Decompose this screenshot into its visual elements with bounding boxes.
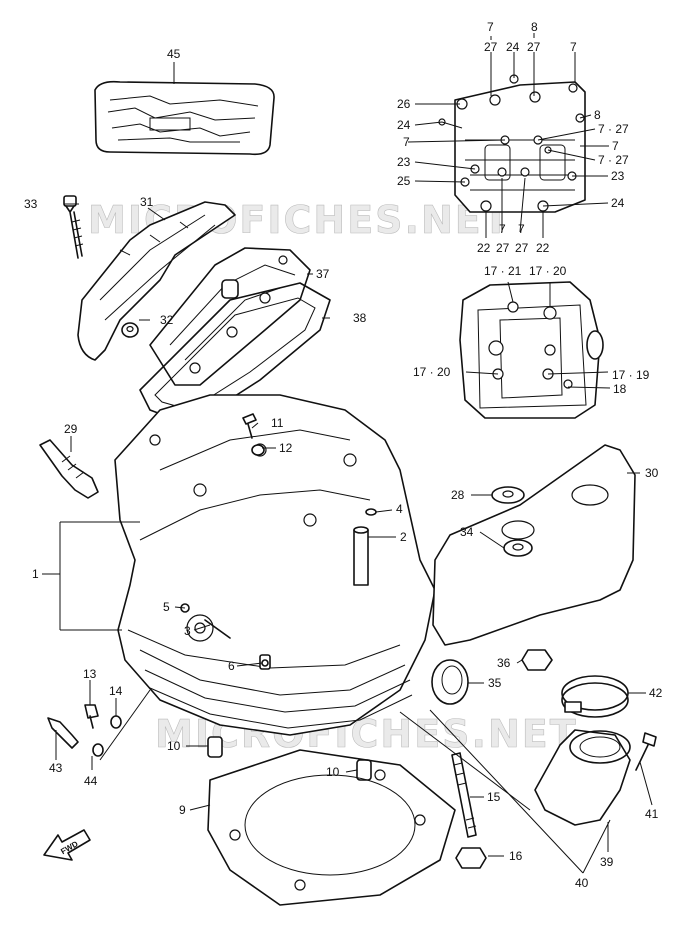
- callout-1: 1: [32, 567, 39, 581]
- part-11-bolt: [242, 413, 257, 439]
- part-43-sensor: [47, 717, 79, 749]
- callout-11: 11: [271, 416, 284, 430]
- callout-3: 3: [184, 624, 191, 638]
- callout-34: 34: [460, 525, 474, 539]
- callout-24: 24: [611, 196, 625, 210]
- callout-27: 27: [515, 241, 529, 255]
- callout-8: 8: [531, 20, 538, 34]
- callout-30: 30: [645, 466, 659, 480]
- callout-27: 27: [496, 241, 510, 255]
- callout-38: 38: [353, 311, 367, 325]
- part-41-bolt: [635, 732, 657, 771]
- callout-7-27: 7 · 27: [598, 122, 629, 136]
- callout-7: 7: [612, 139, 619, 153]
- callout-44: 44: [84, 774, 98, 788]
- part-42-clamp: [561, 675, 629, 718]
- callout-33: 33: [24, 197, 38, 211]
- callout-14: 14: [109, 684, 123, 698]
- callout-18: 18: [613, 382, 627, 396]
- callout-25: 25: [397, 174, 411, 188]
- part-28-grommet: [491, 486, 525, 504]
- callout-41: 41: [645, 807, 659, 821]
- callout-39: 39: [600, 855, 614, 869]
- callout-6: 6: [228, 659, 235, 673]
- callout-27: 27: [484, 40, 498, 54]
- callout-27: 27: [527, 40, 541, 54]
- callout-26: 26: [397, 97, 411, 111]
- callout-17-19: 17 · 19: [612, 368, 650, 382]
- part-4-clip: [365, 508, 377, 516]
- callout-7: 7: [487, 20, 494, 34]
- callout-13: 13: [83, 667, 97, 681]
- callout-35: 35: [488, 676, 502, 690]
- callout-29: 29: [64, 422, 78, 436]
- forward-arrow-icon: FWD: [43, 829, 91, 861]
- callout-7: 7: [499, 222, 506, 236]
- callout-7: 7: [570, 40, 577, 54]
- part-30-cover: [432, 444, 636, 646]
- part-10-dowel-b: [356, 759, 372, 781]
- part-35-plug: [431, 659, 469, 705]
- callout-7-27: 7 · 27: [598, 153, 629, 167]
- callout-10: 10: [326, 765, 340, 779]
- callout-28: 28: [451, 488, 465, 502]
- part-44-washer: [92, 743, 104, 757]
- callout-31: 31: [140, 195, 154, 209]
- callout-15: 15: [487, 790, 501, 804]
- callout-5: 5: [163, 600, 170, 614]
- upper-cover-assembly: [438, 74, 586, 213]
- part-13-bolt: [84, 704, 99, 729]
- callout-10: 10: [167, 739, 181, 753]
- part-2-pipe: [353, 526, 369, 586]
- callout-24: 24: [506, 40, 520, 54]
- part-6-dowel: [261, 659, 269, 667]
- callout-37: 37: [316, 267, 330, 281]
- callout-17-20: 17 · 20: [413, 365, 451, 379]
- leader-lines: [42, 33, 653, 874]
- part-37-cam-housing: [149, 247, 311, 386]
- part-9-head-gasket: [207, 749, 456, 906]
- part-29-spark-plug: [39, 439, 99, 499]
- callout-22: 22: [536, 241, 550, 255]
- callout-24: 24: [397, 118, 411, 132]
- callout-45: 45: [167, 47, 181, 61]
- callout-22: 22: [477, 241, 491, 255]
- part-15-stud: [451, 752, 477, 838]
- callout-7: 7: [518, 222, 525, 236]
- callout-36: 36: [497, 656, 511, 670]
- part-1-cylinder-head: [114, 394, 436, 736]
- callout-labels: 45 7 27 8 24 27 7 26 8 24 7 · 27 7 7 7 ·…: [24, 20, 663, 890]
- callout-4: 4: [396, 502, 403, 516]
- callout-43: 43: [49, 761, 63, 775]
- part-45-label-plate: [94, 80, 275, 156]
- part-16-nut: [455, 847, 487, 869]
- callout-17-20: 17 · 20: [529, 264, 567, 278]
- part-31-head-cover: [77, 201, 236, 361]
- callout-23: 23: [397, 155, 411, 169]
- part-12-washer: [251, 444, 265, 456]
- part-33-bolt: [63, 195, 84, 259]
- callout-9: 9: [179, 803, 186, 817]
- part-34-grommet: [503, 539, 533, 557]
- callout-42: 42: [649, 686, 663, 700]
- callout-7: 7: [403, 135, 410, 149]
- part-36-nut: [521, 649, 553, 671]
- part-14-washer: [110, 715, 122, 729]
- callout-8: 8: [594, 108, 601, 122]
- cam-housing-lower-view: [459, 281, 604, 419]
- callout-16: 16: [509, 849, 523, 863]
- part-32-washer: [121, 322, 139, 338]
- callout-23: 23: [611, 169, 625, 183]
- callout-32: 32: [160, 313, 174, 327]
- callout-2: 2: [400, 530, 407, 544]
- part-3-stud: [204, 619, 231, 639]
- callout-40: 40: [575, 876, 589, 890]
- part-39-intake-pipe: [534, 729, 631, 826]
- callout-12: 12: [279, 441, 293, 455]
- part-10-dowel-a: [207, 736, 223, 758]
- callout-17-21: 17 · 21: [484, 264, 522, 278]
